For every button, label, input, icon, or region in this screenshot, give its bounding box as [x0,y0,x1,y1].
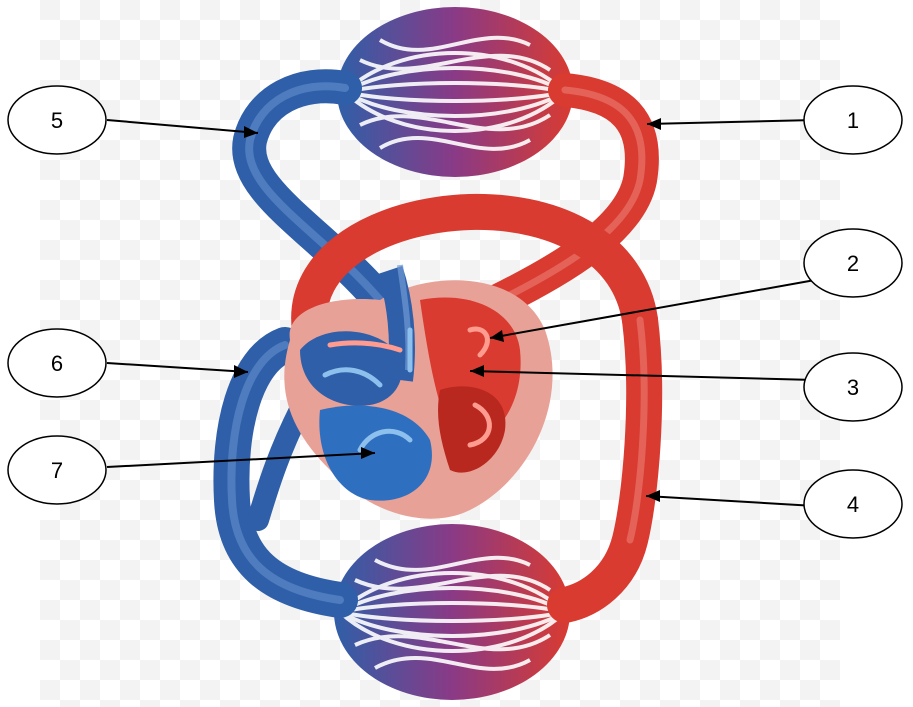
lower-capillary-bed [334,524,570,700]
label-text-4: 4 [847,492,859,517]
label-1: 1 [804,86,902,154]
label-6: 6 [8,329,106,397]
label-text-7: 7 [51,458,63,483]
label-text-5: 5 [51,108,63,133]
label-text-2: 2 [847,251,859,276]
label-7: 7 [8,436,106,504]
label-text-1: 1 [847,108,859,133]
label-5: 5 [8,86,106,154]
label-4: 4 [804,470,902,538]
label-2: 2 [804,229,902,297]
label-text-6: 6 [51,351,63,376]
label-3: 3 [804,353,902,421]
label-text-3: 3 [847,375,859,400]
upper-capillary-bed [337,7,573,177]
